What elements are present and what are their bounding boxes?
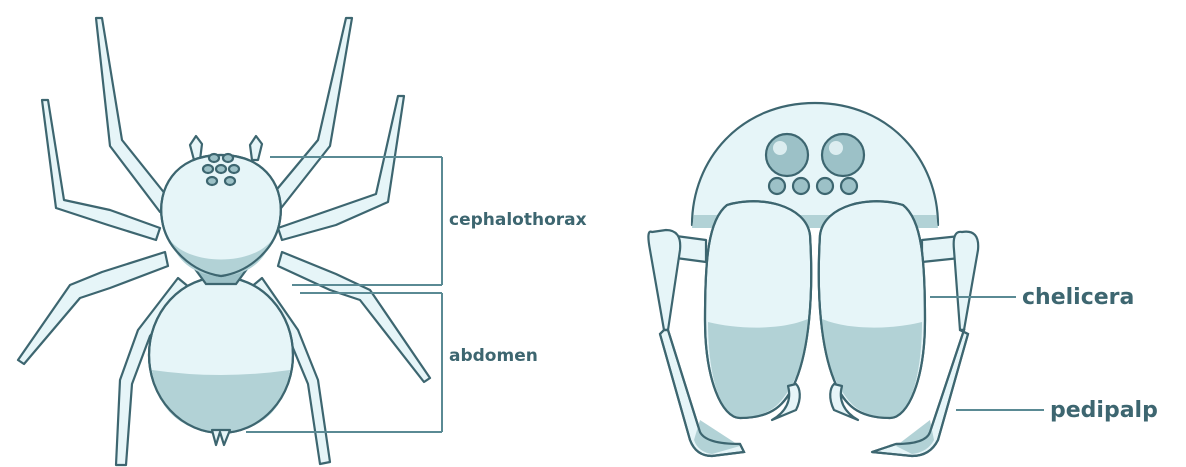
spider-front-view: [648, 103, 978, 456]
label-chelicera: chelicera: [1022, 285, 1134, 310]
cephalothorax-body: [161, 154, 281, 276]
right-pedipalp-stub: [250, 136, 262, 160]
abdomen-body: [149, 277, 293, 445]
label-cephalothorax: cephalothorax: [449, 210, 587, 230]
spider-dorsal-view: [18, 18, 430, 465]
label-abdomen: abdomen: [449, 346, 538, 366]
label-pedipalp: pedipalp: [1050, 398, 1158, 423]
left-pedipalp-stub: [190, 136, 202, 160]
chelicerae: [705, 201, 925, 420]
